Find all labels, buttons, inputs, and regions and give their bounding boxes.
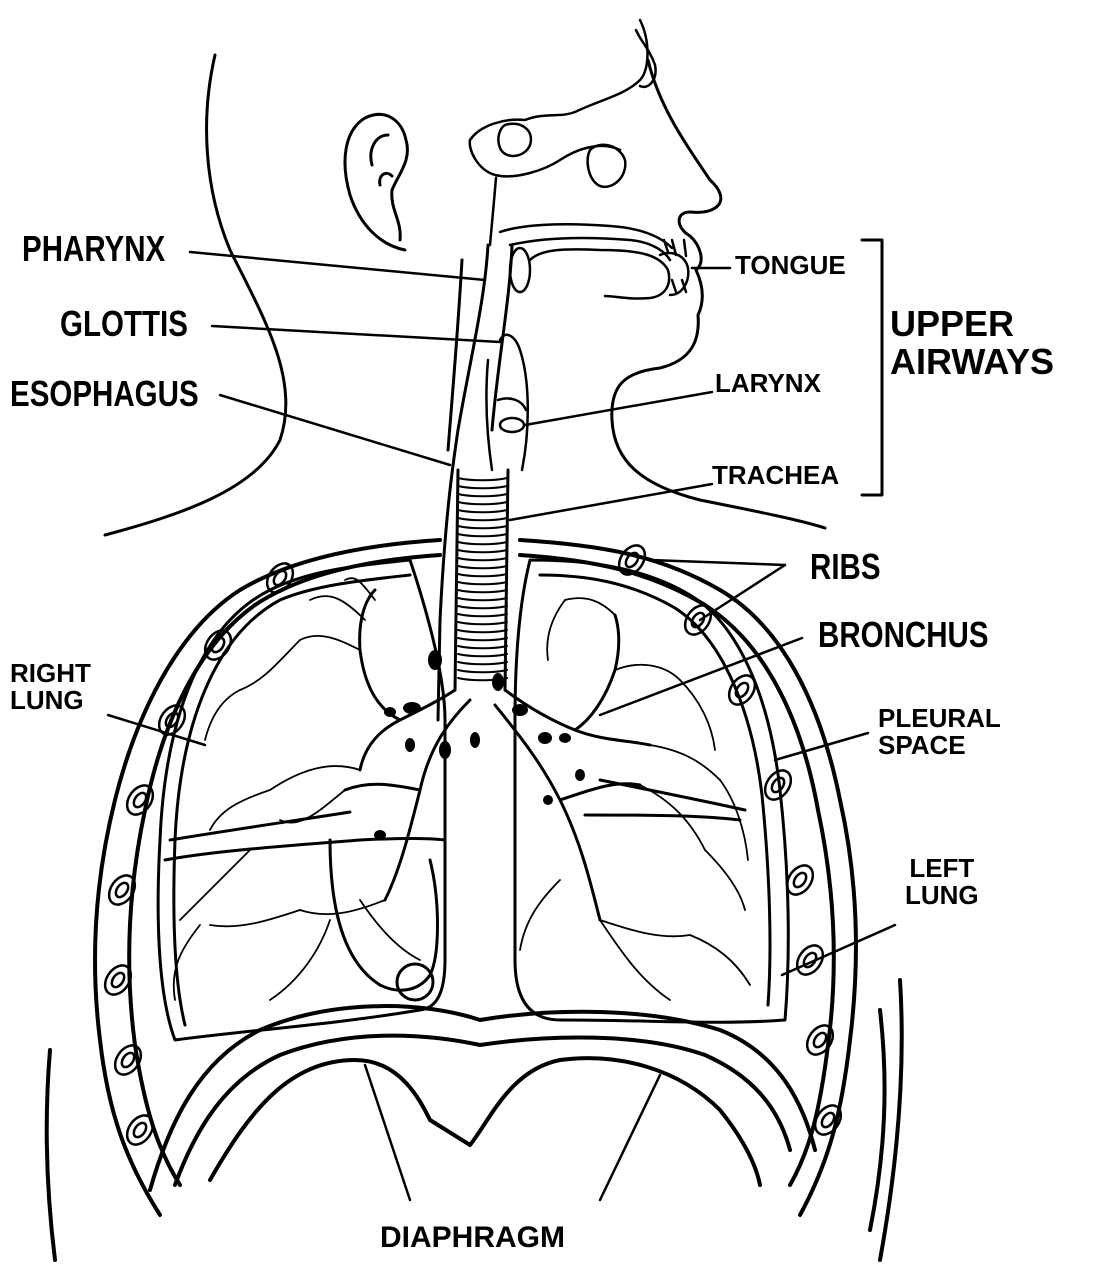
trachea-ring xyxy=(458,654,507,656)
trachea-ring xyxy=(458,510,507,512)
label-pleural-space: PLEURAL SPACE xyxy=(878,705,1001,760)
larynx-structure xyxy=(486,335,527,470)
label-trachea: TRACHEA xyxy=(712,462,839,489)
rib-section-inner xyxy=(791,871,808,890)
label-right-lung-line1: RIGHT xyxy=(10,660,91,687)
hilar-node xyxy=(403,702,421,714)
label-ribs: RIBS xyxy=(810,548,881,586)
bronchiole xyxy=(650,745,720,780)
bronchiole xyxy=(600,920,670,1000)
label-larynx: LARYNX xyxy=(715,370,821,397)
diaphragm-muscle xyxy=(150,1006,815,1190)
bronchiole xyxy=(565,598,615,615)
rib-section-inner xyxy=(113,881,130,900)
hilar-node xyxy=(405,738,415,752)
hilar-node xyxy=(428,650,442,670)
bronchiole xyxy=(270,920,330,1000)
label-left-lung: LEFT LUNG xyxy=(905,855,979,910)
bronchiole xyxy=(310,596,365,620)
label-diaphragm: DIAPHRAGM xyxy=(380,1222,565,1254)
hilar-node xyxy=(543,795,553,805)
bronchiole xyxy=(615,665,680,680)
label-bronchus: BRONCHUS xyxy=(818,616,989,654)
bronchiole xyxy=(360,900,420,960)
trachea-ring xyxy=(458,566,507,568)
trachea-ring xyxy=(458,598,507,600)
trachea-ring xyxy=(458,614,507,616)
label-upper-airways: UPPER AIRWAYS xyxy=(890,305,1054,381)
hilar-node xyxy=(575,769,585,781)
bronchiole xyxy=(270,766,360,790)
bronchiole xyxy=(520,880,560,950)
hilar-node xyxy=(538,732,552,744)
label-esophagus: ESOPHAGUS xyxy=(10,375,199,413)
label-right-lung: RIGHT LUNG xyxy=(10,660,91,715)
trachea-ring xyxy=(458,670,507,672)
label-pleural-space-line2: SPACE xyxy=(878,732,1001,759)
trachea-ring xyxy=(458,534,507,536)
trachea-ring xyxy=(458,478,507,480)
label-glottis: GLOTTIS xyxy=(60,305,188,343)
hilar-node xyxy=(492,673,504,691)
bronchiole xyxy=(180,850,250,920)
trachea-ring xyxy=(458,622,507,624)
bronchiole xyxy=(210,910,300,926)
bronchiole xyxy=(205,690,240,740)
trachea-ring xyxy=(458,550,507,552)
trachea-ring xyxy=(458,518,507,520)
lymph-nodes xyxy=(374,650,585,840)
right-lung xyxy=(158,560,445,1040)
trachea-ring xyxy=(458,494,507,496)
trachea-ring xyxy=(458,646,507,648)
bronchiole xyxy=(705,850,745,910)
trachea-ring xyxy=(458,590,507,592)
label-tongue: TONGUE xyxy=(735,252,846,279)
trachea-ring xyxy=(458,638,507,640)
trachea-ring xyxy=(458,526,507,528)
rib-section xyxy=(802,1021,838,1060)
label-upper-airways-line2: AIRWAYS xyxy=(890,343,1054,381)
rib-section-inner xyxy=(119,1051,136,1070)
bronchiole xyxy=(690,935,750,985)
hilar-node xyxy=(559,733,571,743)
rib-section-inner xyxy=(109,971,126,990)
bronchiole xyxy=(210,790,270,830)
label-pleural-space-line1: PLEURAL xyxy=(878,705,1001,732)
trachea-ring xyxy=(458,582,507,584)
label-pharynx: PHARYNX xyxy=(22,230,165,268)
hilar-node xyxy=(374,830,386,840)
label-right-lung-line2: LUNG xyxy=(10,687,91,714)
hilar-node xyxy=(439,741,451,759)
bronchiole xyxy=(547,600,565,660)
trachea-ring xyxy=(458,574,507,576)
rib-section xyxy=(122,1111,158,1150)
label-left-lung-line1: LEFT xyxy=(905,855,979,882)
rib-section xyxy=(122,781,158,820)
bronchioles xyxy=(174,578,750,1000)
bronchiole xyxy=(300,636,360,650)
trachea-ring xyxy=(458,502,507,504)
trachea-ring xyxy=(458,662,507,664)
trachea-ring xyxy=(458,630,507,632)
upper-airways-bracket xyxy=(862,240,882,495)
hilar-node xyxy=(470,732,480,748)
hilar-node xyxy=(512,704,528,716)
trachea-ring xyxy=(458,558,507,560)
mouth-tongue xyxy=(510,240,688,299)
bronchiole xyxy=(300,900,385,914)
trachea-ring xyxy=(458,606,507,608)
rib-section xyxy=(792,941,828,980)
label-left-lung-line2: LUNG xyxy=(905,882,979,909)
rib-section-inner xyxy=(131,1121,148,1140)
trachea-ring xyxy=(458,486,507,488)
bronchiole xyxy=(680,680,715,750)
label-upper-airways-line1: UPPER xyxy=(890,305,1054,343)
trachea-rings xyxy=(455,470,508,690)
trachea-ring xyxy=(458,542,507,544)
bronchiole xyxy=(240,640,300,690)
nasal-cavity xyxy=(470,20,672,260)
hilar-node xyxy=(384,707,396,717)
bronchiole xyxy=(600,920,690,936)
